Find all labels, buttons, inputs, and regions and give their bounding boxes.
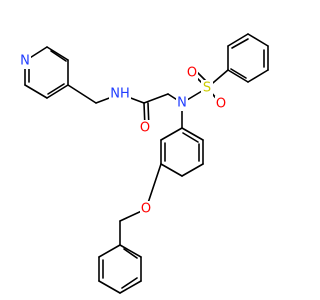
- pyridine-bond: [24, 84, 48, 99]
- ch2-bond: [67, 84, 97, 104]
- pyridine-double-bond: [50, 50, 67, 62]
- pyridine-bond: [46, 46, 69, 61]
- phenyl-double-bond: [231, 38, 249, 49]
- svg-text:O: O: [187, 66, 197, 81]
- phenyl-bond: [119, 280, 142, 294]
- atom-sulfonyl-o-right: O: [215, 96, 227, 112]
- phenyl-bond: [227, 33, 249, 47]
- phenyl-bond: [119, 244, 142, 258]
- svg-text:O: O: [140, 121, 150, 136]
- atom-labels: N NH O N S O O O: [19, 53, 227, 217]
- svg-text:N: N: [177, 96, 187, 111]
- svg-text:O: O: [216, 97, 226, 112]
- phenyl-bond: [98, 280, 121, 294]
- svg-text:N: N: [20, 54, 30, 69]
- atom-amide-nh: NH: [109, 86, 131, 102]
- aryl-bond: [181, 163, 204, 177]
- atom-sulfonyl-o-left: O: [186, 65, 198, 81]
- pyridine-double-bond: [47, 83, 65, 95]
- aryl-bond: [181, 127, 204, 141]
- phenyl-bond: [227, 69, 249, 83]
- phenyl-bond: [247, 33, 269, 47]
- atom-amide-o: O: [139, 120, 151, 136]
- atom-sulfonamide-n: N: [176, 95, 188, 111]
- atom-ether-o: O: [140, 201, 152, 217]
- phenyl-double-bond: [230, 68, 247, 79]
- svg-text:NH: NH: [110, 87, 130, 102]
- atom-pyridine-n: N: [19, 53, 31, 69]
- phenyl-bond: [98, 244, 121, 258]
- svg-text:S: S: [203, 81, 211, 96]
- aryl-bond: [160, 127, 183, 141]
- svg-text:O: O: [141, 202, 151, 217]
- phenyl-double-bond: [121, 277, 138, 289]
- pyridine-bond: [46, 84, 69, 99]
- phenyl-double-bond: [123, 248, 138, 259]
- phenyl-bond: [247, 69, 269, 83]
- ch2-bond: [143, 93, 169, 104]
- aryl-bond: [160, 163, 183, 177]
- atom-sulfonyl-s: S: [201, 80, 213, 96]
- bond-lines: [24, 33, 269, 294]
- molecule-structure: N NH O N S O O O: [19, 33, 269, 294]
- aryl-double-bond: [182, 132, 199, 143]
